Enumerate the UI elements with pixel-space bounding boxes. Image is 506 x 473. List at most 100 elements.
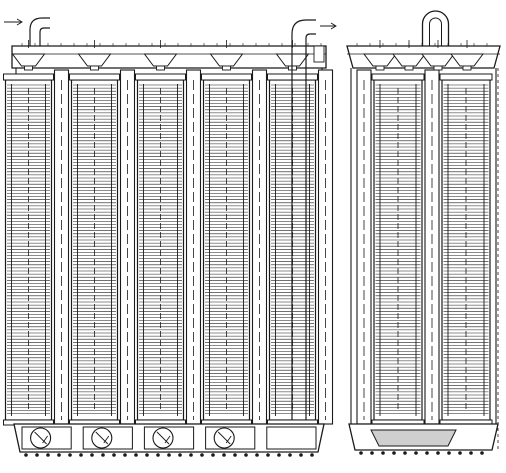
outlet-pipe-outer xyxy=(291,19,316,420)
plain-pipe xyxy=(185,69,202,425)
drain-stud xyxy=(310,453,314,457)
nozzle-funnel xyxy=(392,53,426,67)
fin-hatching xyxy=(7,84,50,414)
rotor-blades xyxy=(95,431,110,445)
bottom-box xyxy=(266,426,317,450)
drain-stud xyxy=(458,451,462,455)
drain-stud xyxy=(90,453,94,457)
plain-pipe xyxy=(356,69,372,425)
drain-stud xyxy=(277,453,281,457)
header-nozzle xyxy=(209,40,244,71)
bottom-collector xyxy=(13,423,325,457)
drain-stud xyxy=(167,453,171,457)
drain-stud xyxy=(359,451,363,455)
drain-stud xyxy=(480,451,484,455)
nozzle-funnel xyxy=(450,53,484,67)
fin-hatching xyxy=(375,84,421,414)
header-nozzle xyxy=(363,40,397,71)
header-nozzle xyxy=(392,40,426,71)
box-frame xyxy=(370,429,457,447)
nozzle-neck xyxy=(24,65,33,71)
header-nozzle xyxy=(11,40,46,71)
finned-tube-column xyxy=(69,73,120,426)
plain-pipe xyxy=(424,69,440,425)
column-top-flange xyxy=(371,73,425,81)
drain-stud xyxy=(57,453,61,457)
header-nozzle xyxy=(421,40,455,71)
pipe-outline xyxy=(317,69,334,425)
header-nozzles xyxy=(11,40,310,71)
drain-stud xyxy=(189,453,193,457)
header-nozzles xyxy=(363,40,484,71)
column-top-flange xyxy=(201,73,252,81)
header-nozzle xyxy=(77,40,112,71)
drain-stud xyxy=(200,453,204,457)
rotor-blades xyxy=(34,431,48,445)
nozzle-funnel xyxy=(363,53,397,67)
nozzle-neck xyxy=(462,65,472,71)
top-header xyxy=(11,40,327,71)
drain-stud xyxy=(35,453,39,457)
drain-studs xyxy=(24,453,314,457)
drain-stud xyxy=(414,451,418,455)
drain-stud xyxy=(299,453,303,457)
inlet-pipe-outer xyxy=(29,17,50,46)
nozzle-neck xyxy=(404,65,414,71)
drain-stud xyxy=(469,451,473,455)
side-view xyxy=(346,10,501,455)
top-header xyxy=(346,40,501,71)
outlet-pipe-inner xyxy=(305,33,316,420)
rotor-blades xyxy=(217,431,232,445)
outlet-elbow xyxy=(291,19,337,420)
bottom-box xyxy=(143,426,195,450)
drain-stud xyxy=(244,453,248,457)
nozzle-neck xyxy=(222,65,231,71)
plain-pipe xyxy=(251,69,268,425)
column-top-flange xyxy=(69,73,120,81)
header-nozzle xyxy=(143,40,178,71)
bottom-box xyxy=(21,426,72,450)
drain-stud xyxy=(403,451,407,455)
finned-tube-column xyxy=(3,73,54,426)
inlet-elbow xyxy=(4,17,50,46)
nozzle-neck xyxy=(433,65,443,71)
rotor-blades xyxy=(156,431,171,445)
bottom-box xyxy=(205,426,256,450)
drain-stud xyxy=(370,451,374,455)
outlet-arrow xyxy=(320,22,337,30)
nozzle-funnel xyxy=(421,53,455,67)
plain-pipe xyxy=(317,69,334,425)
drain-stud xyxy=(381,451,385,455)
drain-stud xyxy=(288,453,292,457)
bottom-box xyxy=(370,429,457,447)
drain-stud xyxy=(211,453,215,457)
loop-inner xyxy=(429,17,442,46)
nozzle-funnel xyxy=(143,53,178,67)
drain-stud xyxy=(222,453,226,457)
loop-outer xyxy=(421,10,450,46)
column-top-flange xyxy=(135,73,186,81)
drain-stud xyxy=(134,453,138,457)
drain-stud xyxy=(101,453,105,457)
nozzle-funnel xyxy=(11,53,46,67)
bottom-collector xyxy=(348,423,499,455)
nozzle-neck xyxy=(156,65,165,71)
fin-hatching xyxy=(73,84,116,414)
column-top-flange xyxy=(439,73,493,81)
outlet-flange-box xyxy=(313,45,325,63)
finned-tube-column xyxy=(371,73,425,426)
drain-stud xyxy=(255,453,259,457)
inlet-pipe-inner xyxy=(39,27,50,46)
nozzle-neck xyxy=(375,65,385,71)
finned-tube-column xyxy=(439,73,493,426)
drain-stud xyxy=(46,453,50,457)
drain-stud xyxy=(123,453,127,457)
fin-hatching xyxy=(443,84,489,414)
drain-stud xyxy=(145,453,149,457)
drain-stud xyxy=(156,453,160,457)
inlet-arrow xyxy=(4,18,23,26)
nozzle-neck xyxy=(90,65,99,71)
drain-studs xyxy=(359,451,484,455)
